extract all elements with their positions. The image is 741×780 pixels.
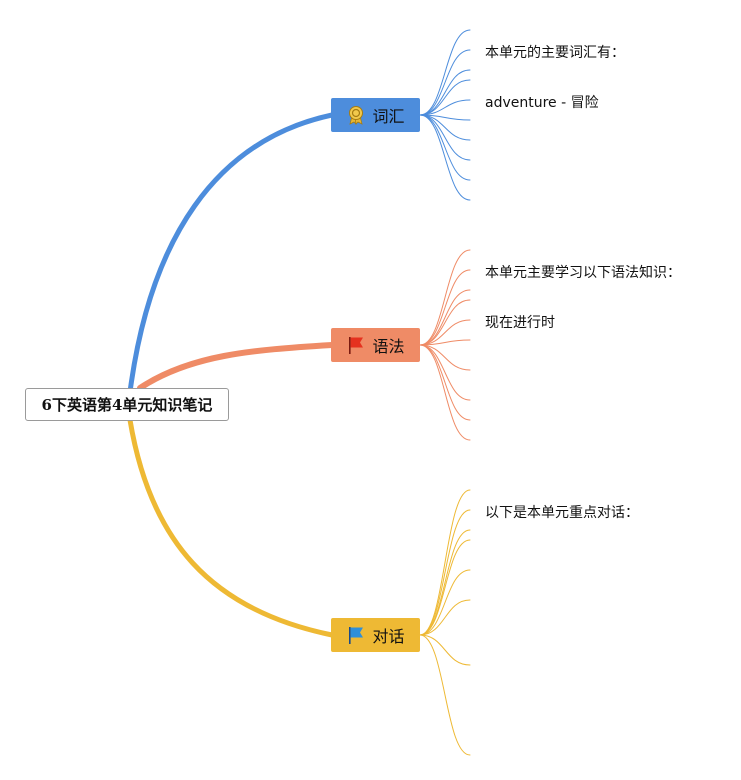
leaf-line-dialog (419, 489, 471, 636)
leaf-line-vocab (419, 29, 471, 116)
leaf-line-vocab (419, 99, 471, 116)
branch-dialogue[interactable]: 对话 (331, 618, 420, 652)
leaf-line-grammar (419, 344, 471, 441)
branch-dialogue-label: 对话 (372, 627, 405, 646)
grammar-note-intro[interactable]: 本单元主要学习以下语法知识： (485, 265, 681, 281)
leaf-line-grammar (419, 299, 471, 346)
leaf-line-dialog (419, 539, 471, 636)
red-flag-icon (346, 335, 366, 355)
leaf-line-dialog (419, 634, 471, 666)
leaf-line-vocab (419, 49, 471, 116)
central-topic[interactable]: 6下英语第4单元知识笔记 (25, 388, 229, 421)
leaf-line-vocab (419, 69, 471, 116)
leaf-line-dialog (419, 599, 471, 636)
leaf-line-vocab (419, 114, 471, 201)
dialog-note-intro[interactable]: 以下是本单元重点对话： (485, 505, 639, 521)
leaf-line-vocab (419, 114, 471, 141)
leaf-line-dialog (419, 569, 471, 636)
branch-line-grammar (137, 342, 335, 391)
leaf-line-dialog (419, 509, 471, 636)
leaf-line-grammar (419, 319, 471, 346)
vocab-note-word[interactable]: adventure - 冒险 (485, 95, 599, 111)
branch-vocabulary-label: 词汇 (372, 107, 405, 126)
leaf-line-vocab (419, 114, 471, 161)
leaf-line-grammar (419, 344, 471, 371)
leaf-line-grammar (419, 269, 471, 346)
leaf-line-vocab (419, 114, 471, 181)
branch-line-dialogue (127, 417, 335, 638)
branch-grammar[interactable]: 语法 (331, 328, 420, 362)
leaf-line-dialog (419, 634, 471, 756)
leaf-line-grammar (419, 339, 471, 346)
award-ribbon-icon (346, 105, 366, 125)
branch-line-vocabulary (127, 112, 335, 395)
leaf-line-grammar (419, 344, 471, 421)
grammar-note-tense[interactable]: 现在进行时 (485, 315, 555, 331)
vocab-note-intro[interactable]: 本单元的主要词汇有： (485, 45, 625, 61)
central-topic-label: 6下英语第4单元知识笔记 (41, 396, 213, 414)
branch-vocabulary[interactable]: 词汇 (331, 98, 420, 132)
leaf-line-vocab (419, 79, 471, 116)
branch-grammar-label: 语法 (372, 337, 405, 356)
leaf-line-grammar (419, 249, 471, 346)
leaf-line-dialog (419, 529, 471, 636)
blue-flag-icon (346, 625, 366, 645)
